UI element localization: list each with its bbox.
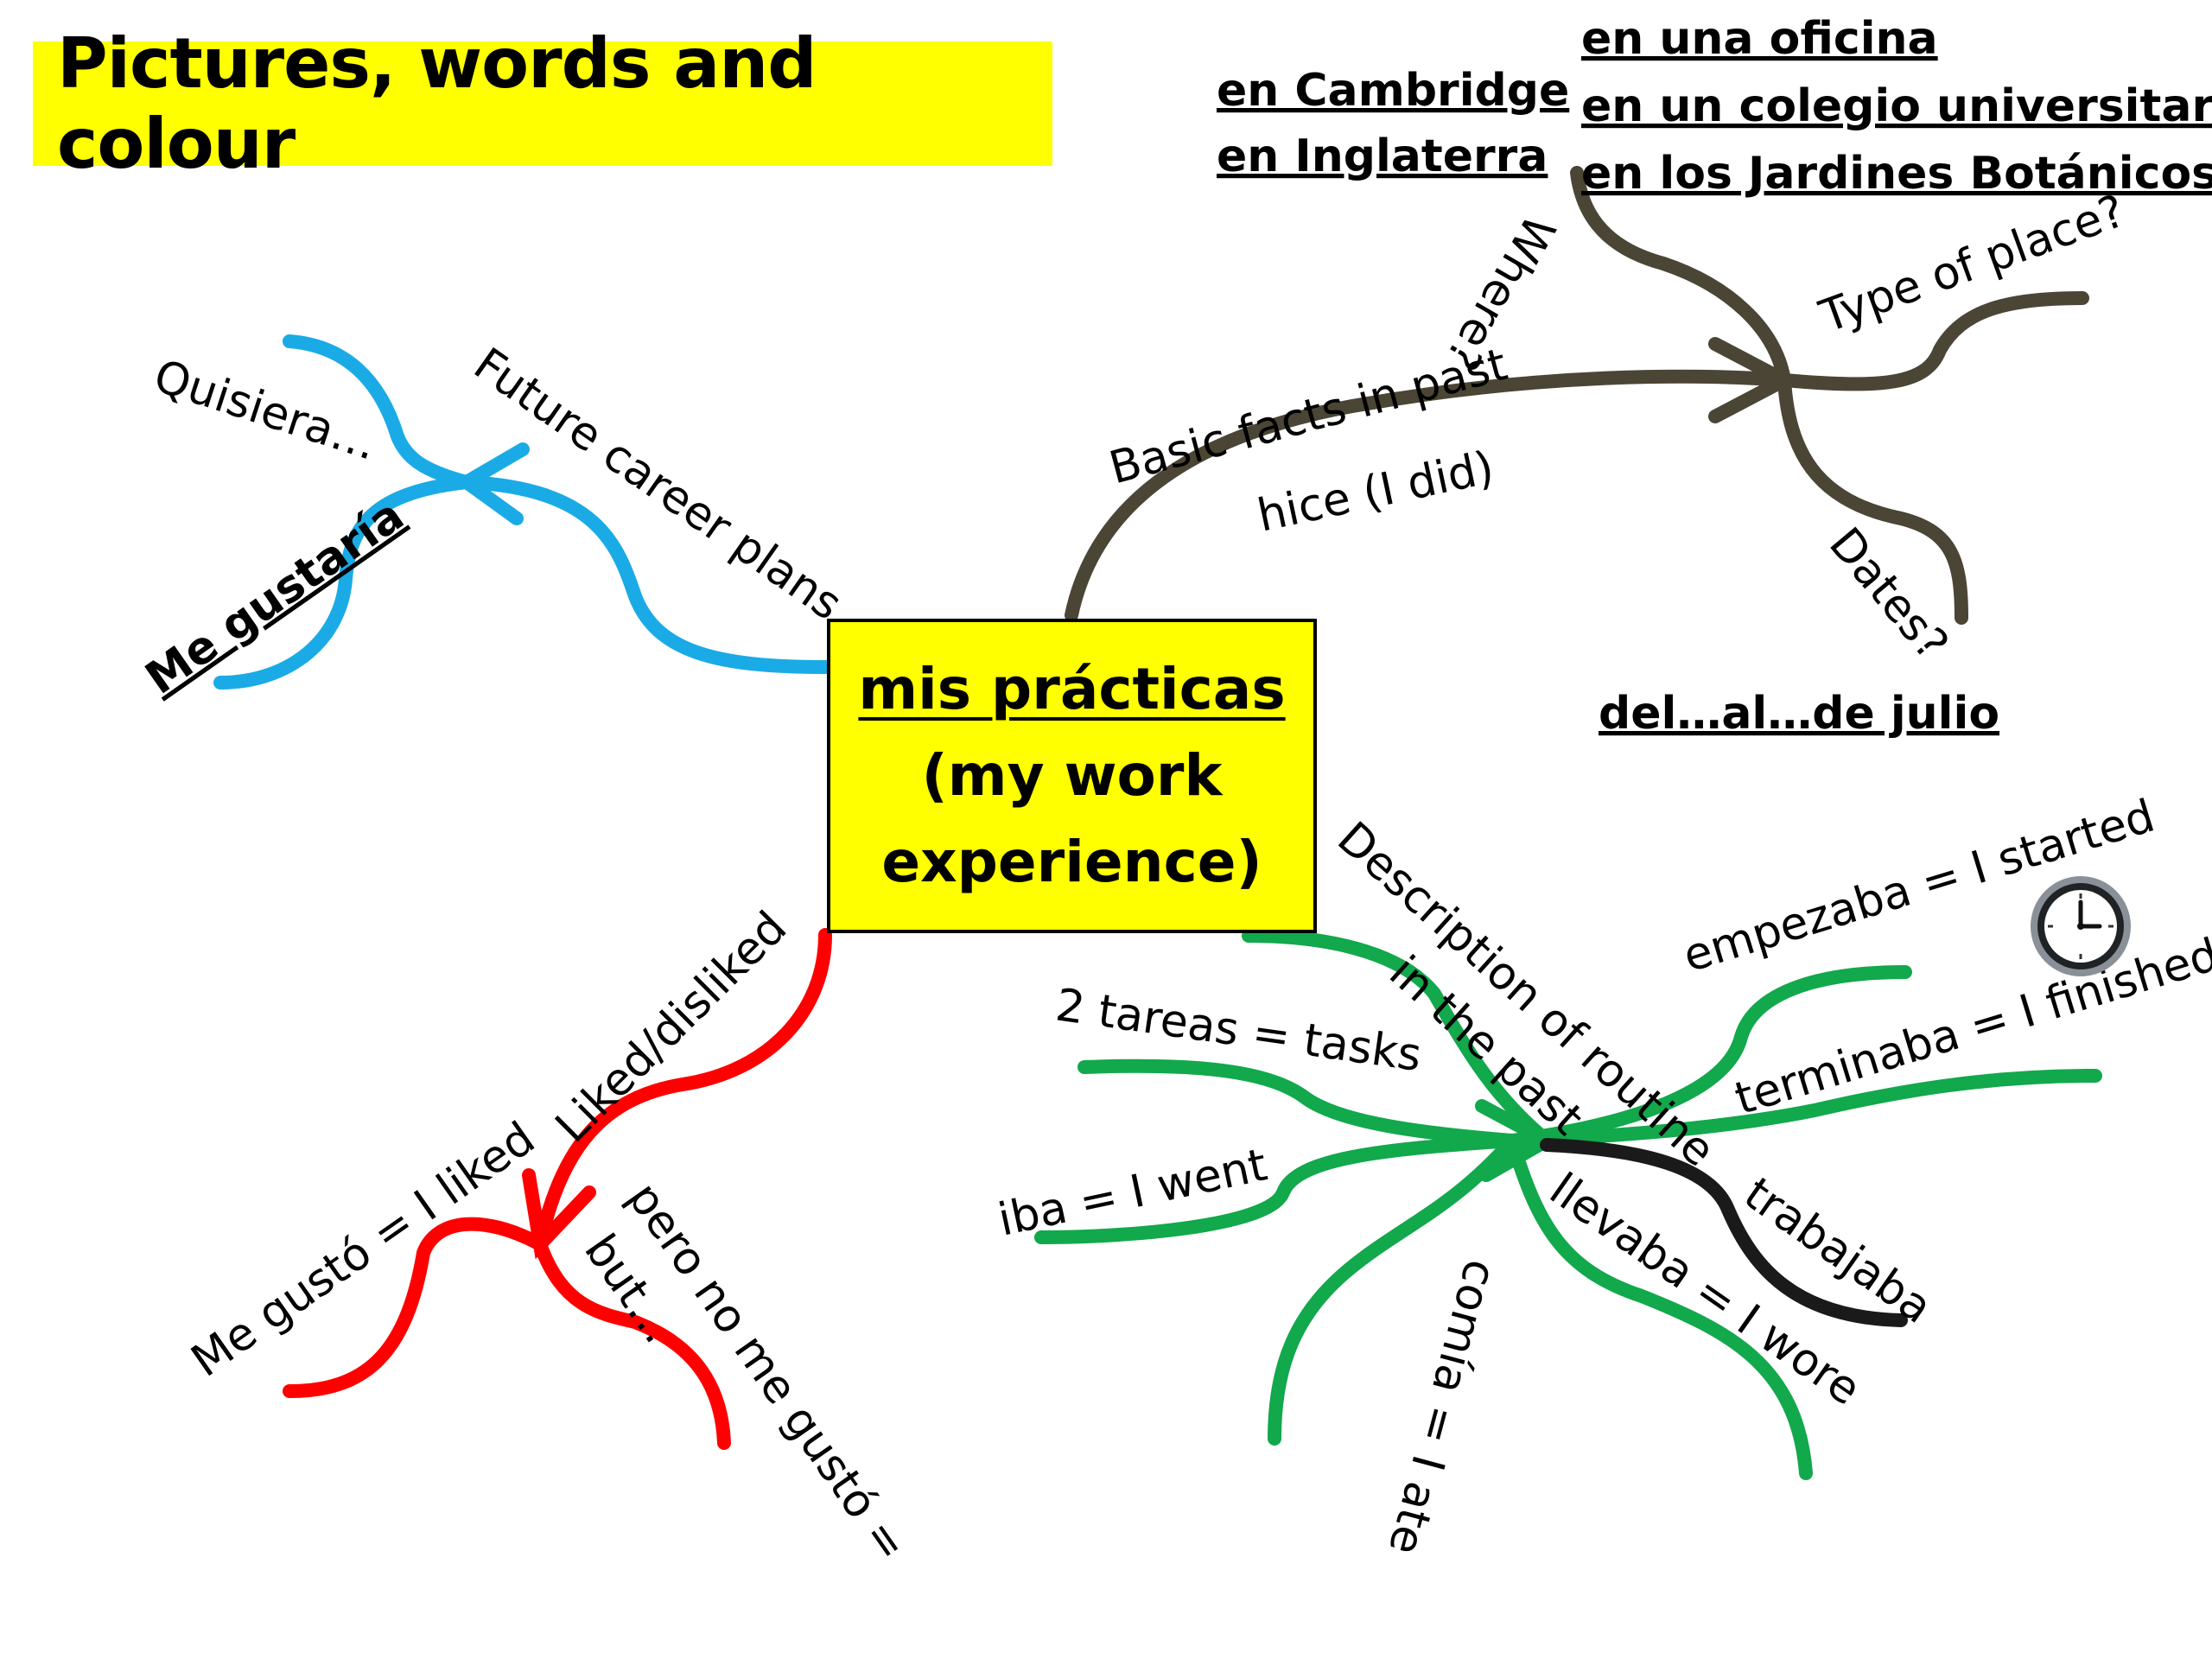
twig-where <box>1570 166 1791 387</box>
twig-quisiera <box>283 334 474 489</box>
twig-comia <box>1268 1134 1519 1446</box>
twig-empezaba <box>1505 965 1912 1147</box>
twig-dates <box>1777 373 1968 625</box>
label-me-gusto: Me gustó = I liked <box>182 1112 544 1387</box>
central-topic-line3: experience) <box>881 829 1262 895</box>
twig-me-gustaria <box>213 475 474 690</box>
branch-liked-line <box>533 928 832 1251</box>
label-en-cambridge: en Cambridge <box>1217 65 1569 117</box>
page-title: Pictures, words and colour <box>57 23 817 184</box>
label-en-inglaterra: en Inglaterra <box>1217 130 1548 182</box>
branch-liked <box>283 928 832 1450</box>
branch-facts-line <box>1065 369 1791 622</box>
branch-future-line <box>460 475 832 674</box>
twig-terminaba <box>1505 1069 2102 1147</box>
twig-tareas <box>1077 1058 1519 1147</box>
central-topic: mis prácticas (my work experience) <box>827 619 1317 933</box>
label-llevaba: llevaba = I wore <box>1541 1163 1870 1415</box>
twig-trabajaba <box>1540 1138 1908 1327</box>
label-comia: comía = I ate <box>1378 1255 1507 1560</box>
branch-routine-line <box>1242 929 1554 1147</box>
title-box: Pictures, words and colour <box>33 23 1052 184</box>
twig-llevaba <box>1505 1134 1813 1480</box>
label-del-al-julio: del…al…de julio <box>1599 688 1999 740</box>
branch-facts <box>1065 166 2089 625</box>
branch-future <box>213 334 832 690</box>
label-hice: hice (I did) <box>1253 442 1498 542</box>
label-en-una-oficina: en una oficina <box>1581 13 1938 65</box>
label-en-un-colegio: en un colegio universitario <box>1581 80 2212 132</box>
label-pero-no-me-gusto: pero no me gustó = <box>617 1173 917 1571</box>
clock-icon <box>2031 876 2131 976</box>
twig-me-gusto <box>283 1217 547 1398</box>
twig-pero <box>533 1237 731 1450</box>
twig-type <box>1777 291 2089 391</box>
label-terminaba: terminaba = I finished <box>1729 929 2212 1125</box>
branch-routine <box>1034 929 2102 1480</box>
label-en-los-jardines: en los Jardines Botánicos <box>1581 148 2212 200</box>
central-topic-line1: mis prácticas <box>858 656 1286 722</box>
twig-iba <box>1034 1134 1519 1244</box>
label-liked-disliked: Liked/disliked <box>546 902 798 1154</box>
central-topic-line2: (my work <box>921 742 1223 809</box>
